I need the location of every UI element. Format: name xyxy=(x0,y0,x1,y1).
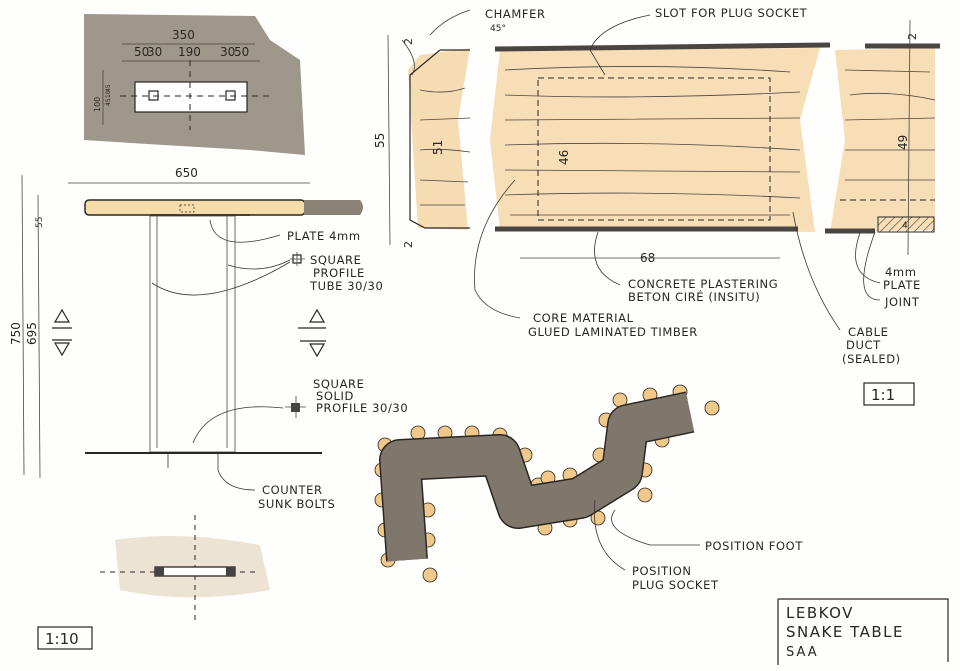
solid-label: SQUARE xyxy=(313,377,365,391)
chair xyxy=(422,567,438,583)
level-marker-icon xyxy=(52,308,72,357)
bolts-label: COUNTER xyxy=(262,483,323,497)
section-dim: 2 xyxy=(402,38,415,45)
socket-label: POSITION xyxy=(632,564,692,578)
title-block: LEBKOV SNAKE TABLE SAA xyxy=(777,598,949,665)
top-thickness-dim: 55 xyxy=(35,217,45,228)
section-height-dim: 55 xyxy=(373,133,387,148)
plan-side-dim: 45 xyxy=(105,98,112,106)
plate-label: PLATE 4mm xyxy=(287,229,361,243)
height-dim: 750 xyxy=(9,322,23,345)
solid-label: SOLID xyxy=(316,389,354,403)
chair xyxy=(704,400,720,416)
plan-dim: 30 xyxy=(220,45,235,59)
cable-label: (SEALED) xyxy=(842,352,901,366)
plan-side-dim: 45 xyxy=(105,84,112,92)
square-tube-icon xyxy=(290,252,305,266)
plate-label: 4mm xyxy=(885,265,917,279)
plan-dim: 190 xyxy=(178,45,201,59)
plate-label: PLATE xyxy=(883,278,921,292)
width-dim: 650 xyxy=(175,166,198,180)
plan-side-dim: 100 xyxy=(93,97,102,112)
bolts-label: SUNK BOLTS xyxy=(258,497,335,511)
title-line: SAA xyxy=(786,645,819,660)
leg-height-dim: 695 xyxy=(25,322,39,345)
wood-grain xyxy=(419,66,936,216)
tube-label: TUBE 30/30 xyxy=(309,279,383,293)
tube-label: SQUARE xyxy=(310,253,362,267)
section-view: CHAMFER 45° SLOT FOR PLUG SOCKET 2 55 51… xyxy=(373,6,940,406)
title-line: SNAKE TABLE xyxy=(786,623,904,641)
foot-label: POSITION FOOT xyxy=(705,539,803,553)
plan-dim: 50 xyxy=(134,45,149,59)
section-dim: 51 xyxy=(431,140,445,155)
solid-label: PROFILE 30/30 xyxy=(316,401,408,415)
socket-label: PLUG SOCKET xyxy=(632,578,719,592)
scale-box xyxy=(37,626,93,650)
chamfer-angle: 45° xyxy=(490,24,506,34)
chamfer-label: CHAMFER xyxy=(485,7,546,21)
square-solid-icon xyxy=(285,396,306,418)
joint-label: JOINT xyxy=(884,295,920,309)
section-scale: 1:1 xyxy=(871,386,895,404)
section-dim: 49 xyxy=(896,135,910,150)
level-marker-icon xyxy=(298,308,326,358)
tube-label: PROFILE xyxy=(313,266,365,280)
concrete-label: CONCRETE PLASTERING xyxy=(628,277,778,291)
cable-label: CABLE xyxy=(848,325,888,339)
concrete-label: BETON CIRÉ (INSITU) xyxy=(628,289,760,304)
plan-detail: 350 50 30 190 30 50 100 45 10 45 xyxy=(84,14,305,155)
elevation-view: 650 750 695 55 PLATE 4mm SQUARE PROFILE … xyxy=(9,166,408,650)
snake-table-plan: POSITION FOOT POSITION PLUG SOCKET xyxy=(374,384,803,592)
title-line: LEBKOV xyxy=(786,604,854,622)
chair xyxy=(637,487,653,503)
slot-label: SLOT FOR PLUG SOCKET xyxy=(655,6,808,20)
plan-dim: 30 xyxy=(147,45,162,59)
plan-side-dim: 10 xyxy=(105,90,112,98)
slot-width-dim: 68 xyxy=(640,251,655,265)
slot-depth-dim: 46 xyxy=(557,150,571,165)
elevation-scale: 1:10 xyxy=(45,630,79,648)
section-dim: 4 xyxy=(902,221,908,231)
plan-overall-dim: 350 xyxy=(172,28,195,42)
plan-dim: 50 xyxy=(234,45,249,59)
cable-label: DUCT xyxy=(846,338,881,352)
scale-box xyxy=(863,382,915,406)
section-dim: 2 xyxy=(402,241,415,248)
section-dim: 2 xyxy=(906,33,919,40)
core-label: GLUED LAMINATED TIMBER xyxy=(528,325,698,339)
core-label: CORE MATERIAL xyxy=(533,311,634,325)
